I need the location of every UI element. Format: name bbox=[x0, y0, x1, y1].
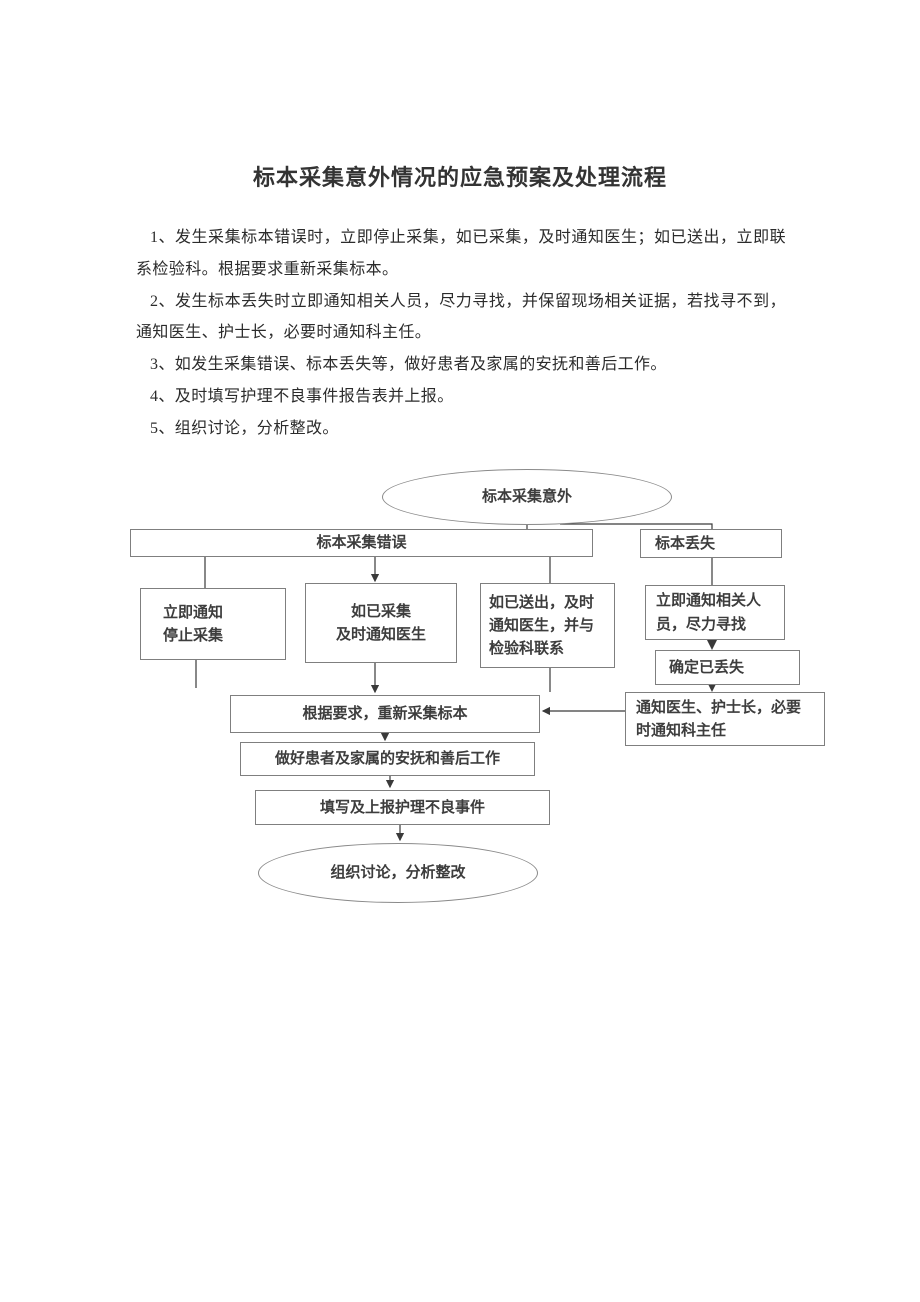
paragraph-2: 2、发生标本丢失时立即通知相关人员，尽力寻找，并保留现场相关证据，若找寻不到，通… bbox=[136, 292, 786, 342]
document-body: 1、发生采集标本错误时，立即停止采集，如已采集，及时通知医生；如已送出，立即联系… bbox=[136, 222, 786, 445]
flow-node-report: 填写及上报护理不良事件 bbox=[255, 790, 550, 825]
flow-node-end: 组织讨论，分析整改 bbox=[258, 843, 538, 903]
connector-start-to-lost bbox=[560, 523, 713, 529]
flow-node-recollect: 根据要求，重新采集标本 bbox=[230, 695, 540, 733]
flow-node-already-collected: 如已采集 及时通知医生 bbox=[305, 583, 457, 663]
page-title: 标本采集意外情况的应急预案及处理流程 bbox=[252, 165, 667, 190]
paragraph-5: 5、组织讨论，分析整改。 bbox=[150, 419, 339, 437]
paragraph-3: 3、如发生采集错误、标本丢失等，做好患者及家属的安抚和善后工作。 bbox=[150, 356, 667, 374]
flow-node-stop-collection: 立即通知 停止采集 bbox=[140, 588, 286, 660]
paragraph-1: 1、发生采集标本错误时，立即停止采集，如已采集，及时通知医生；如已送出，立即联系… bbox=[136, 229, 786, 278]
flow-node-already-sent: 如已送出，及时 通知医生，并与 检验科联系 bbox=[480, 583, 615, 668]
flow-node-branch-lost: 标本丢失 bbox=[640, 529, 782, 558]
flow-node-branch-error: 标本采集错误 bbox=[130, 529, 593, 557]
flow-node-start: 标本采集意外 bbox=[382, 469, 672, 525]
flow-node-aftercare: 做好患者及家属的安抚和善后工作 bbox=[240, 742, 535, 776]
flow-node-notify-personnel: 立即通知相关人 员，尽力寻找 bbox=[645, 585, 785, 640]
paragraph-4: 4、及时填写护理不良事件报告表并上报。 bbox=[150, 387, 454, 405]
flow-node-confirm-lost: 确定已丢失 bbox=[655, 650, 800, 685]
flow-node-notify-doctor: 通知医生、护士长，必要 时通知科主任 bbox=[625, 692, 825, 746]
